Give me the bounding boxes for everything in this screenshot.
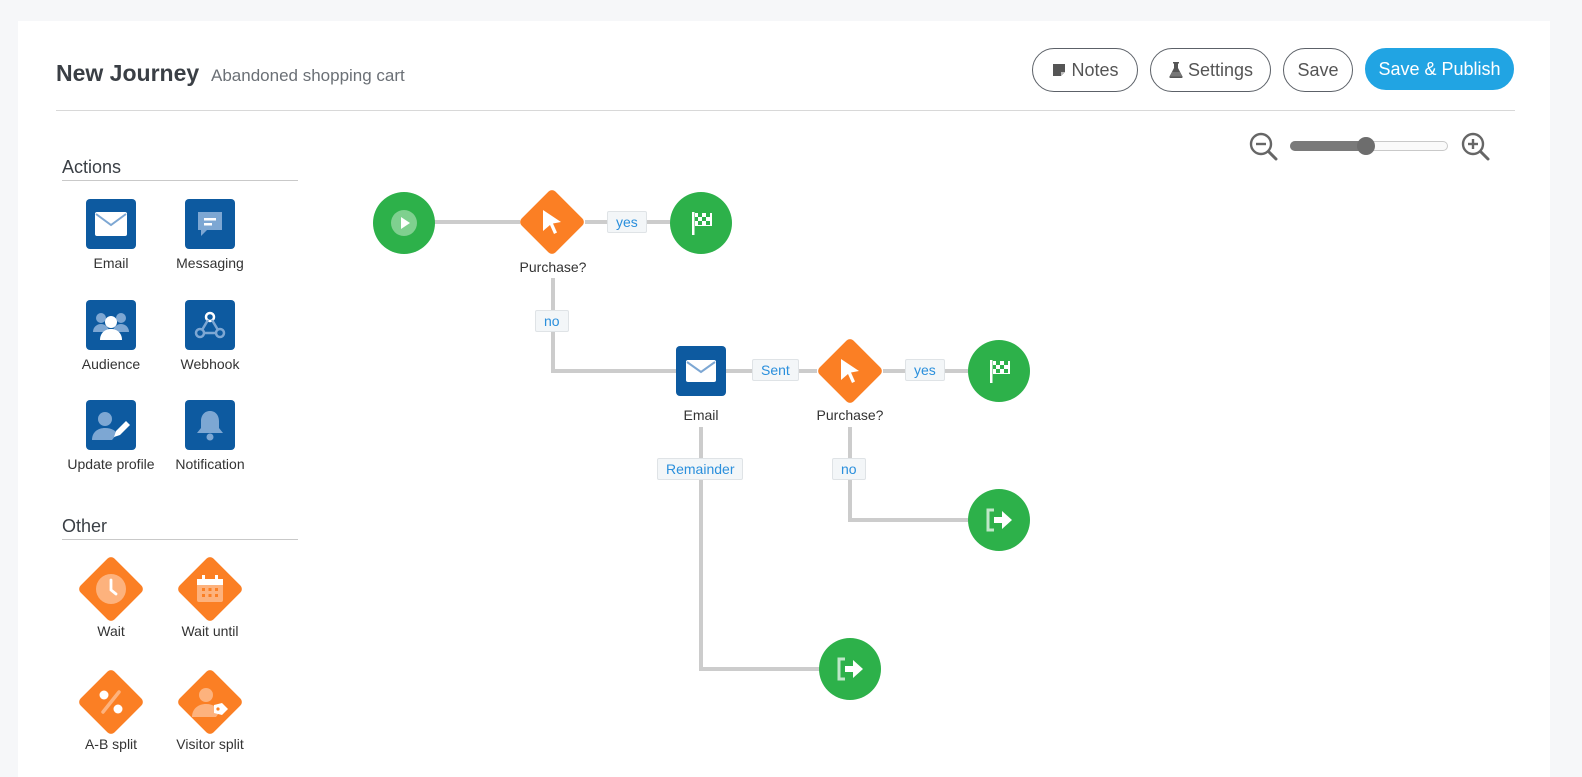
zoom-out-icon[interactable]	[1247, 130, 1279, 162]
play-icon	[373, 192, 435, 254]
user-tag-icon	[176, 668, 244, 736]
clock-icon	[77, 555, 145, 623]
tool-messaging[interactable]: Messaging	[160, 199, 260, 271]
settings-button-label: Settings	[1187, 59, 1254, 80]
flask-icon	[1168, 61, 1184, 79]
edge-label-yes-1[interactable]: yes	[607, 211, 647, 233]
checkered-flag-icon	[968, 340, 1030, 402]
tool-ab-split-label: A-B split	[84, 736, 138, 752]
tool-audience[interactable]: Audience	[61, 300, 161, 372]
actions-section-title: Actions	[62, 157, 122, 177]
tool-email-label: Email	[93, 255, 129, 271]
tool-wait-until[interactable]: Wait until	[160, 555, 260, 639]
tool-email[interactable]: Email	[61, 199, 161, 271]
tool-update-profile[interactable]: Update profile	[61, 400, 161, 472]
purchase-decision-node-1[interactable]	[518, 188, 586, 256]
webhook-icon	[185, 300, 235, 350]
tool-webhook[interactable]: Webhook	[160, 300, 260, 372]
other-section-title: Other	[62, 516, 108, 536]
email-action-label: Email	[683, 407, 719, 423]
users-icon	[86, 300, 136, 350]
edge-label-yes-2[interactable]: yes	[905, 359, 945, 381]
tool-wait-until-label: Wait until	[181, 623, 239, 639]
zoom-slider-thumb[interactable]	[1356, 137, 1375, 155]
envelope-icon	[86, 199, 136, 249]
notes-button-label: Notes	[1071, 59, 1119, 80]
exit-node-2[interactable]	[819, 638, 881, 700]
save-button[interactable]: Save	[1283, 48, 1353, 92]
zoom-slider-fill	[1290, 141, 1366, 151]
checkered-flag-icon	[670, 192, 732, 254]
purchase-decision-label-2: Purchase?	[816, 407, 884, 423]
edge-label-no-2[interactable]: no	[832, 458, 866, 480]
cursor-pointer-icon	[518, 188, 586, 256]
email-action-node[interactable]	[676, 346, 726, 396]
edge-label-remainder[interactable]: Remainder	[657, 458, 744, 480]
tool-update-profile-label: Update profile	[67, 456, 155, 472]
purchase-decision-node-2[interactable]	[816, 337, 884, 405]
actions-divider	[62, 180, 298, 181]
bell-icon	[185, 400, 235, 450]
tool-visitor-split[interactable]: Visitor split	[160, 668, 260, 752]
tool-audience-label: Audience	[81, 356, 141, 372]
page-subtitle: Abandoned shopping cart	[211, 66, 405, 85]
exit-node-1[interactable]	[968, 489, 1030, 551]
tool-visitor-split-label: Visitor split	[176, 736, 244, 752]
calendar-icon	[176, 555, 244, 623]
settings-button[interactable]: Settings	[1150, 48, 1271, 92]
tool-webhook-label: Webhook	[180, 356, 240, 372]
exit-icon	[819, 638, 881, 700]
zoom-in-icon[interactable]	[1459, 130, 1491, 162]
purchase-decision-label-1: Purchase?	[519, 259, 587, 275]
save-publish-button[interactable]: Save & Publish	[1365, 48, 1514, 90]
tool-wait-label: Wait	[97, 623, 125, 639]
page-title: New Journey	[56, 60, 200, 86]
tool-ab-split[interactable]: A-B split	[61, 668, 161, 752]
start-node[interactable]	[373, 192, 435, 254]
tool-wait[interactable]: Wait	[61, 555, 161, 639]
notes-button[interactable]: Notes	[1032, 48, 1138, 92]
goal-node-2[interactable]	[968, 340, 1030, 402]
edge-label-sent[interactable]: Sent	[752, 359, 799, 381]
chat-bubble-icon	[185, 199, 235, 249]
tool-notification[interactable]: Notification	[160, 400, 260, 472]
tool-notification-label: Notification	[175, 456, 245, 472]
edge-label-no-1[interactable]: no	[535, 310, 569, 332]
percent-icon	[77, 668, 145, 736]
other-divider	[62, 539, 298, 540]
sticky-note-icon	[1051, 62, 1067, 78]
goal-node-1[interactable]	[670, 192, 732, 254]
user-edit-icon	[86, 400, 136, 450]
envelope-icon	[676, 346, 726, 396]
header-divider	[56, 110, 1515, 111]
cursor-pointer-icon	[816, 337, 884, 405]
exit-icon	[968, 489, 1030, 551]
tool-messaging-label: Messaging	[176, 255, 244, 271]
